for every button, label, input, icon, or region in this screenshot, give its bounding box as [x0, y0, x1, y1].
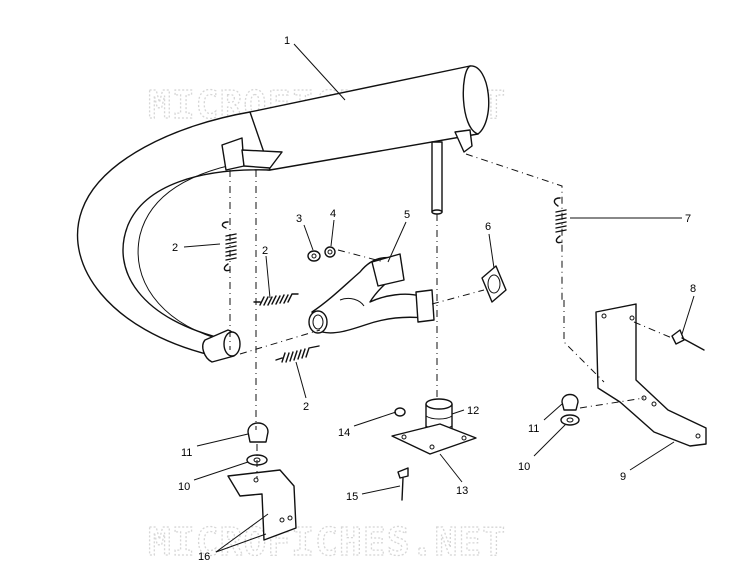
nut-part-14 — [394, 407, 406, 417]
screw-part-15 — [397, 467, 409, 501]
callout-labels: 1 2 2 2 3 4 5 6 7 8 9 10 10 11 11 12 13 … — [172, 35, 696, 563]
spring-part-2-lower — [275, 345, 320, 363]
callout-11-right: 11 — [528, 423, 539, 435]
callout-2-middle: 2 — [262, 245, 268, 257]
grommet-part-11-left — [247, 422, 269, 443]
assembly-dashed-lines — [229, 153, 673, 478]
callout-10-right: 10 — [518, 461, 530, 473]
spring-part-2-upper — [221, 221, 237, 272]
bolt-part-8 — [671, 329, 705, 351]
bracket-part-9 — [595, 303, 707, 447]
callout-2-upper: 2 — [172, 242, 178, 254]
washer-part-4 — [324, 246, 336, 258]
callout-11-left: 11 — [181, 447, 192, 459]
callout-13: 13 — [456, 485, 468, 497]
leader-lines — [183, 43, 695, 553]
washer-part-10-right — [560, 414, 580, 426]
spring-part-7 — [553, 197, 567, 244]
callout-1: 1 — [284, 35, 290, 47]
callout-9: 9 — [620, 471, 626, 483]
watermark-bottom: MICROFICHES.NET — [148, 520, 506, 564]
callout-6: 6 — [485, 221, 491, 233]
callout-16: 16 — [198, 551, 210, 563]
callout-7: 7 — [685, 213, 691, 225]
callout-15: 15 — [346, 491, 358, 503]
callout-3: 3 — [296, 213, 302, 225]
grommet-part-11-right — [561, 393, 579, 411]
gasket-part-6 — [481, 265, 507, 303]
bracket-part-16 — [227, 469, 297, 541]
nut-part-3 — [307, 250, 321, 262]
callout-4: 4 — [330, 208, 336, 220]
spring-part-2-middle — [253, 293, 299, 306]
callout-2-lower: 2 — [303, 401, 309, 413]
callout-8: 8 — [690, 283, 696, 295]
callout-12: 12 — [467, 405, 479, 417]
callout-14: 14 — [338, 427, 350, 439]
plate-part-13 — [391, 423, 477, 455]
muffler-part-1 — [76, 65, 490, 363]
y-pipe-part-5 — [308, 253, 435, 334]
callout-5: 5 — [404, 209, 410, 221]
callout-10-left: 10 — [178, 481, 190, 493]
